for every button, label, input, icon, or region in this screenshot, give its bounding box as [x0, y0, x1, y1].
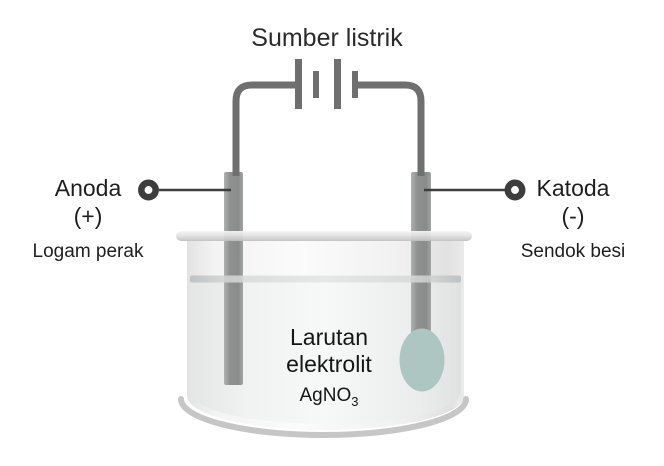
anode-terminal-icon — [138, 179, 159, 201]
electrolyte-liquid — [190, 278, 461, 424]
electrolyte-formula: AgNO3 — [299, 385, 359, 409]
electrolyte-label-line1: Larutan — [289, 324, 368, 350]
electrolyte-label-group: Larutan elektrolit AgNO3 — [254, 324, 404, 413]
cathode-name: Katoda — [536, 175, 610, 201]
cathode-sign: (-) — [561, 203, 585, 229]
anode-name: Anoda — [54, 175, 122, 201]
cathode-label-group: Katoda (-) Sendok besi — [509, 174, 637, 264]
anode-material: Logam perak — [32, 241, 144, 262]
battery-icon — [295, 59, 358, 109]
beaker-rim — [176, 231, 472, 241]
right-wire — [358, 81, 425, 176]
anode-sign: (+) — [73, 203, 103, 229]
cathode-material: Sendok besi — [520, 241, 626, 262]
spoon-bowl — [399, 328, 445, 392]
anode-label-group: Anoda (+) Logam perak — [24, 174, 152, 264]
beaker-foot — [178, 396, 469, 438]
liquid-surface — [190, 275, 461, 283]
cathode-electrode-spoon-handle — [411, 172, 431, 348]
cathode-terminal-icon — [504, 179, 526, 201]
power-source-title: Sumber listrik — [251, 24, 403, 52]
electrolyte-label-line2: elektrolit — [286, 351, 372, 377]
left-wire — [232, 81, 296, 176]
